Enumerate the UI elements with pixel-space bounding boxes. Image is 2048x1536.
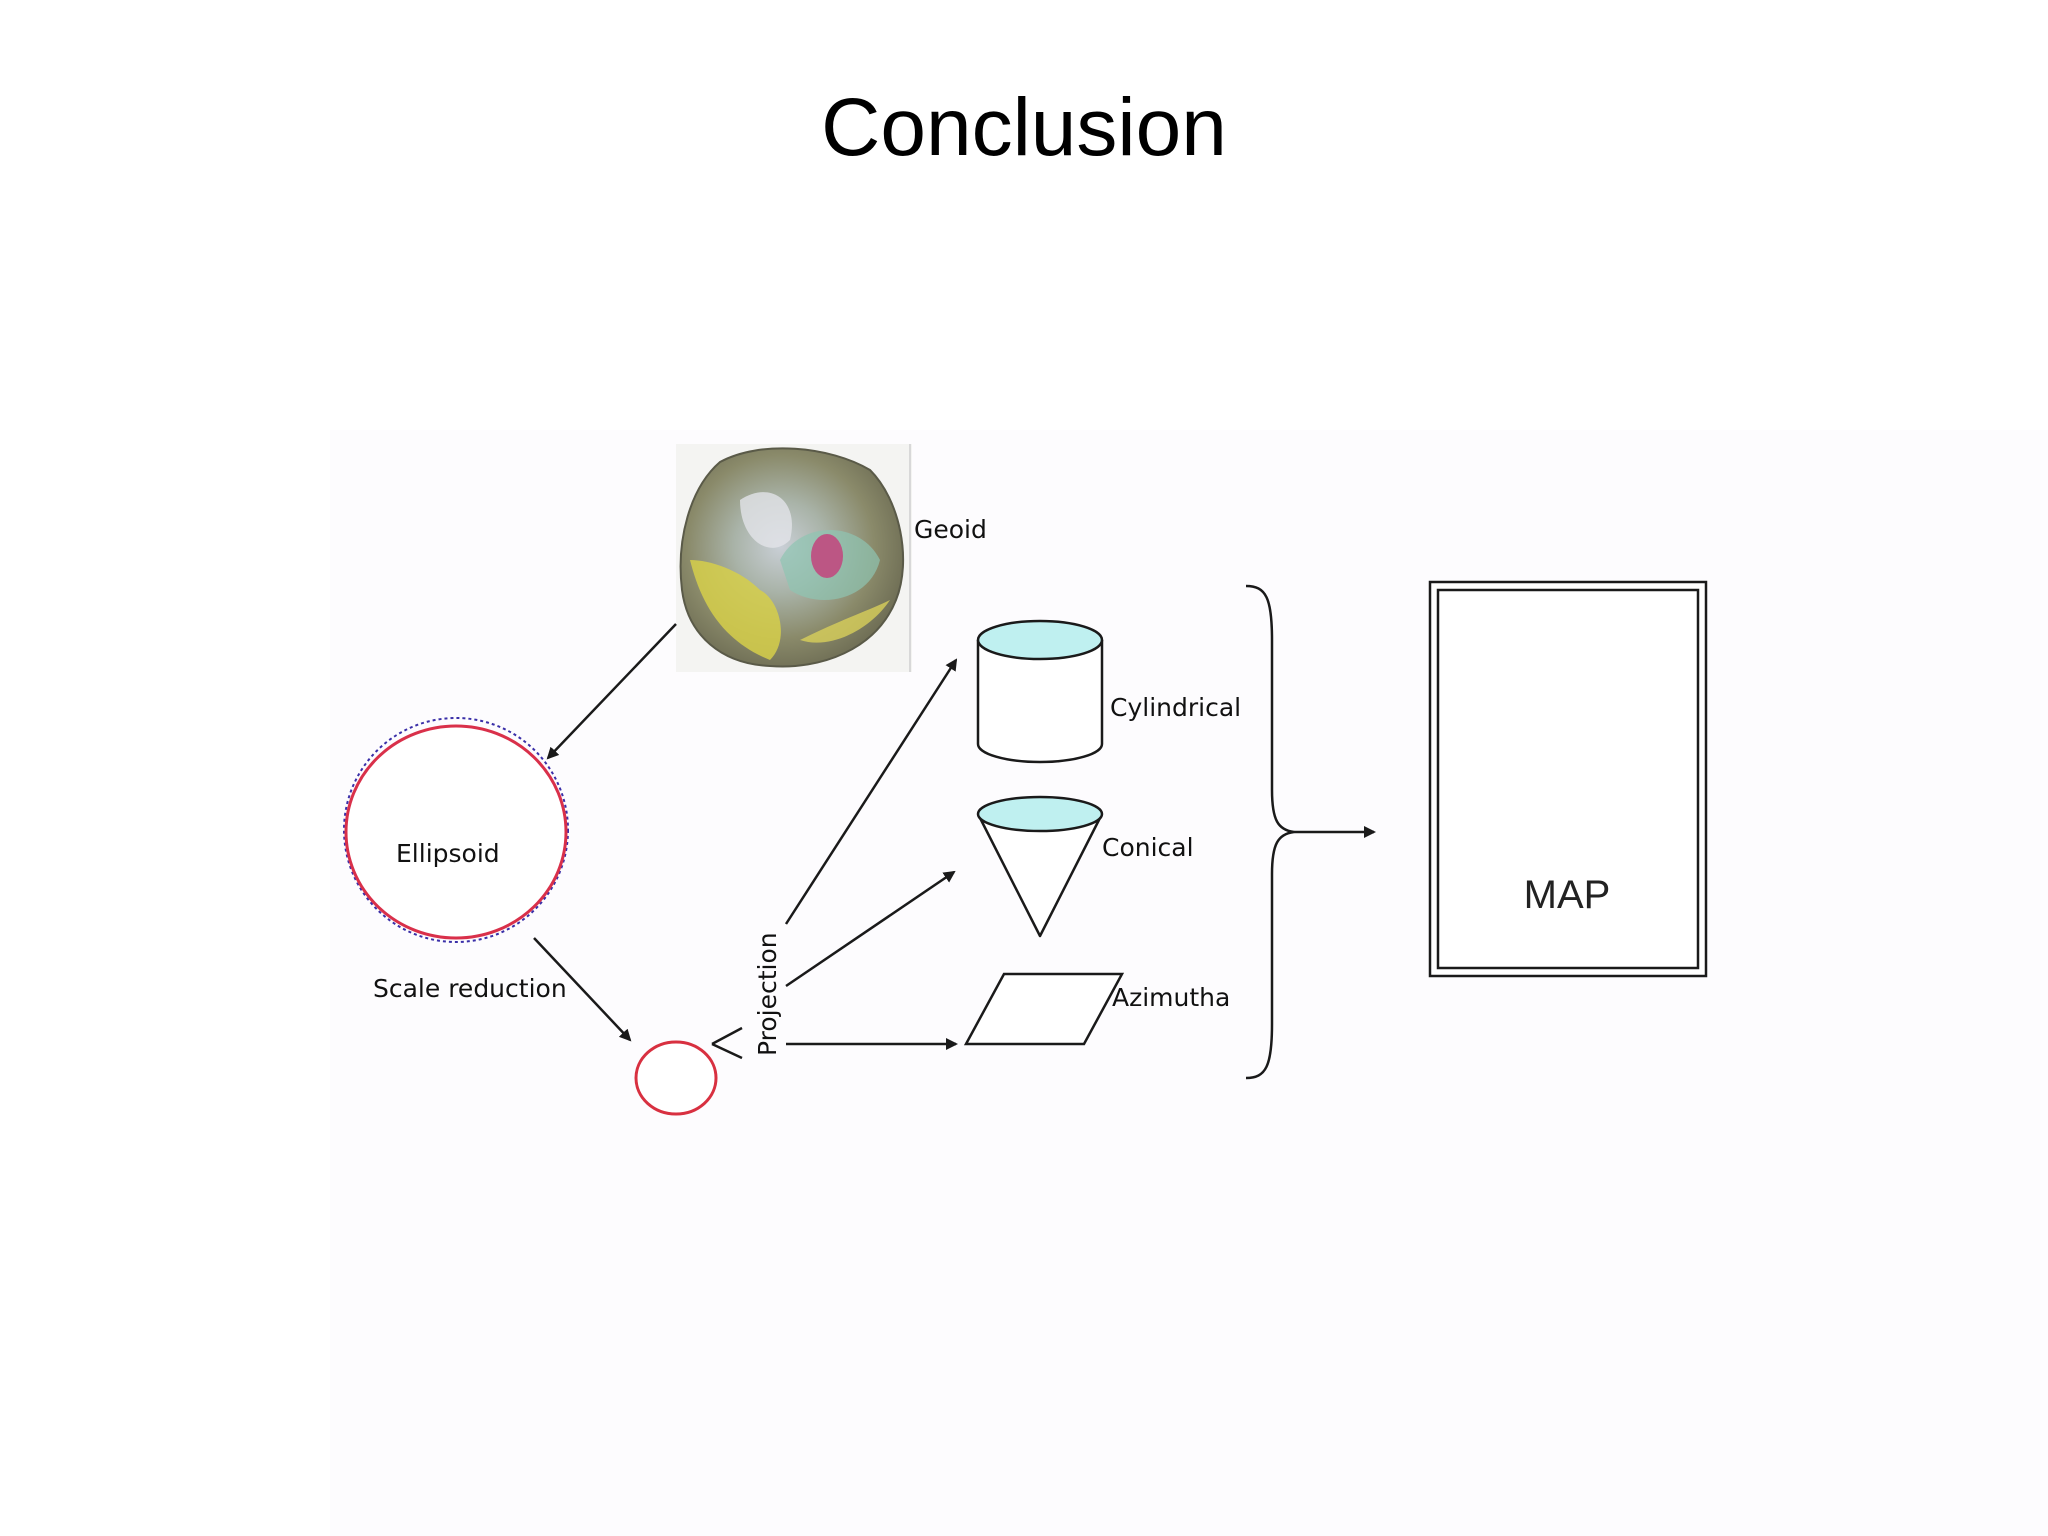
slide-title: Conclusion (821, 82, 1227, 173)
geoid-image (676, 444, 912, 672)
cone-body (976, 813, 1104, 938)
geoid-white-region (740, 492, 792, 548)
cone-shape (976, 795, 1104, 938)
geoid-label: Geoid (914, 515, 987, 544)
cone-top (976, 795, 1104, 833)
diagram-background (330, 430, 2048, 1536)
geoid-yellow-region (690, 560, 781, 660)
arrow-to-conical (785, 870, 956, 988)
geoid-magenta-region (811, 534, 843, 578)
ellipsoid-label: Ellipsoid (396, 839, 500, 868)
reduced-globe-circle (634, 1040, 718, 1116)
ellipsoid-dotted-outline (343, 717, 569, 943)
arrow-geoid-to-ellipsoid (546, 623, 677, 760)
scale-reduction-label: Scale reduction (373, 974, 567, 1003)
map-box (1428, 580, 1708, 978)
projection-label: Projection (753, 932, 782, 1056)
geoid-yellow-region-2 (800, 600, 890, 643)
grouping-brace (1245, 584, 1295, 1080)
conical-label: Conical (1102, 833, 1194, 862)
projection-arrow-stub-lower (711, 1042, 743, 1060)
cylinder-body (976, 640, 1104, 764)
projection-arrow-stub-upper (711, 1026, 743, 1046)
azimuthal-plane-shape (963, 972, 1125, 1046)
cylindrical-label: Cylindrical (1110, 693, 1241, 722)
arrow-scale-reduction (533, 937, 632, 1042)
map-label: MAP (1524, 873, 1611, 917)
cylinder-top (976, 619, 1104, 661)
cylinder-shape (976, 619, 1104, 764)
azimutha-label: Azimutha (1112, 983, 1230, 1012)
ellipsoid-outline (344, 724, 568, 940)
arrow-to-cylindrical (784, 658, 958, 925)
map-box-inner (1436, 588, 1700, 970)
ellipsoid-shape (343, 717, 569, 943)
